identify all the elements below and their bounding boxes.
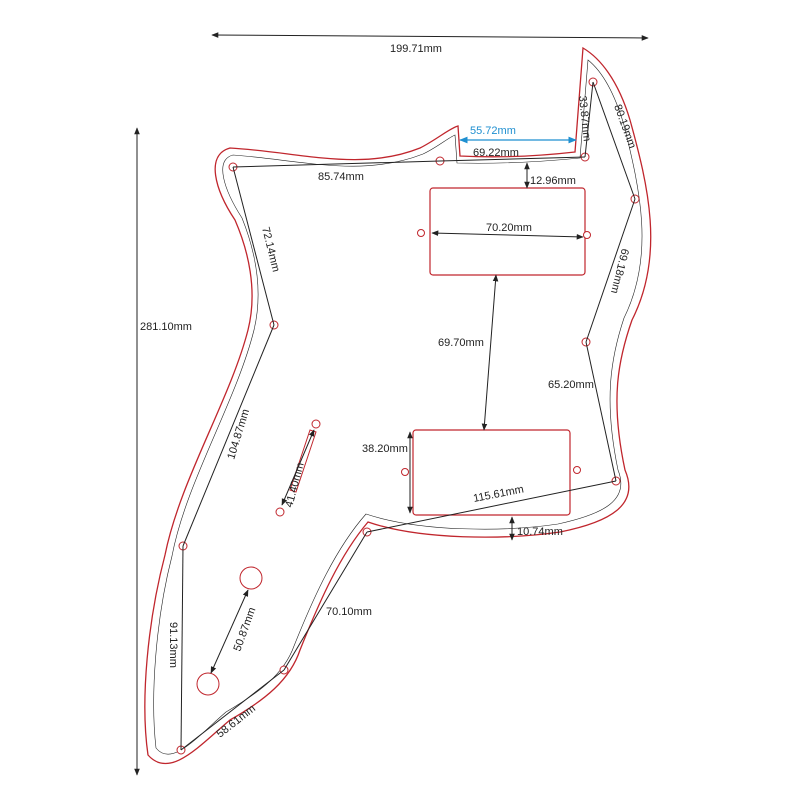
pickup-spacing-label: 69.70mm xyxy=(438,337,484,349)
top-edge-label: 69.22mm xyxy=(473,147,519,159)
pickguard-outline-outer xyxy=(144,46,652,765)
control-spacing-label: 50.87mm xyxy=(232,606,259,653)
top-right-height-label: 33.87mm xyxy=(576,95,593,142)
right-middle-label: 69.18mm xyxy=(608,247,631,294)
top-edge-line xyxy=(439,156,586,162)
pickup-mount-hole xyxy=(417,229,425,237)
top-left-edge-label: 85.74mm xyxy=(318,171,364,183)
right-lower-label: 65.20mm xyxy=(548,379,594,391)
neck-to-pickup-label: 12.96mm xyxy=(530,175,576,187)
pickup-height-label: 38.20mm xyxy=(362,443,408,455)
right-upper-line xyxy=(592,81,636,200)
slot-length-label: 41.40mm xyxy=(283,461,306,508)
control-spacing-line xyxy=(210,589,249,674)
left-lower-line xyxy=(180,545,184,751)
pickup-mount-hole xyxy=(583,231,591,239)
control-hole xyxy=(196,672,220,696)
left-lower-label: 91.13mm xyxy=(167,622,179,668)
left-middle-line xyxy=(182,324,275,547)
overall-height-label: 281.10mm xyxy=(140,321,192,333)
slot-end-hole xyxy=(275,507,285,517)
notch-width-label: 55.72mm xyxy=(470,125,516,137)
pickup-to-edge-label: 10.74mm xyxy=(517,526,563,538)
lower-horn-label: 70.10mm xyxy=(326,606,372,618)
slot-length-line xyxy=(281,429,315,506)
pickup-width-label: 70.20mm xyxy=(486,222,532,234)
pickup-mount-hole xyxy=(401,468,409,476)
bottom-edge-label: 58.61mm xyxy=(214,703,258,741)
right-lower-line xyxy=(585,341,617,482)
bridge-pickup-cutout xyxy=(412,429,571,516)
top-right-height-line xyxy=(584,81,594,158)
pickup-spacing-line xyxy=(481,274,499,431)
slot-end-hole xyxy=(311,419,321,429)
pickup-width-line xyxy=(431,230,584,240)
left-upper-line xyxy=(232,166,275,326)
pickguard-outline-inner xyxy=(153,59,643,755)
left-upper-label: 72.14mm xyxy=(259,226,282,273)
bottom-diagonal-line xyxy=(366,480,617,533)
lower-horn-line xyxy=(283,531,368,671)
overall-width-label: 199.71mm xyxy=(390,43,442,55)
top-left-edge-line xyxy=(232,160,441,168)
control-hole xyxy=(239,566,263,590)
bottom-edge-line xyxy=(180,669,285,751)
right-middle-line xyxy=(585,198,636,343)
overall-width-line xyxy=(211,32,649,41)
pickup-mount-hole xyxy=(573,466,581,474)
